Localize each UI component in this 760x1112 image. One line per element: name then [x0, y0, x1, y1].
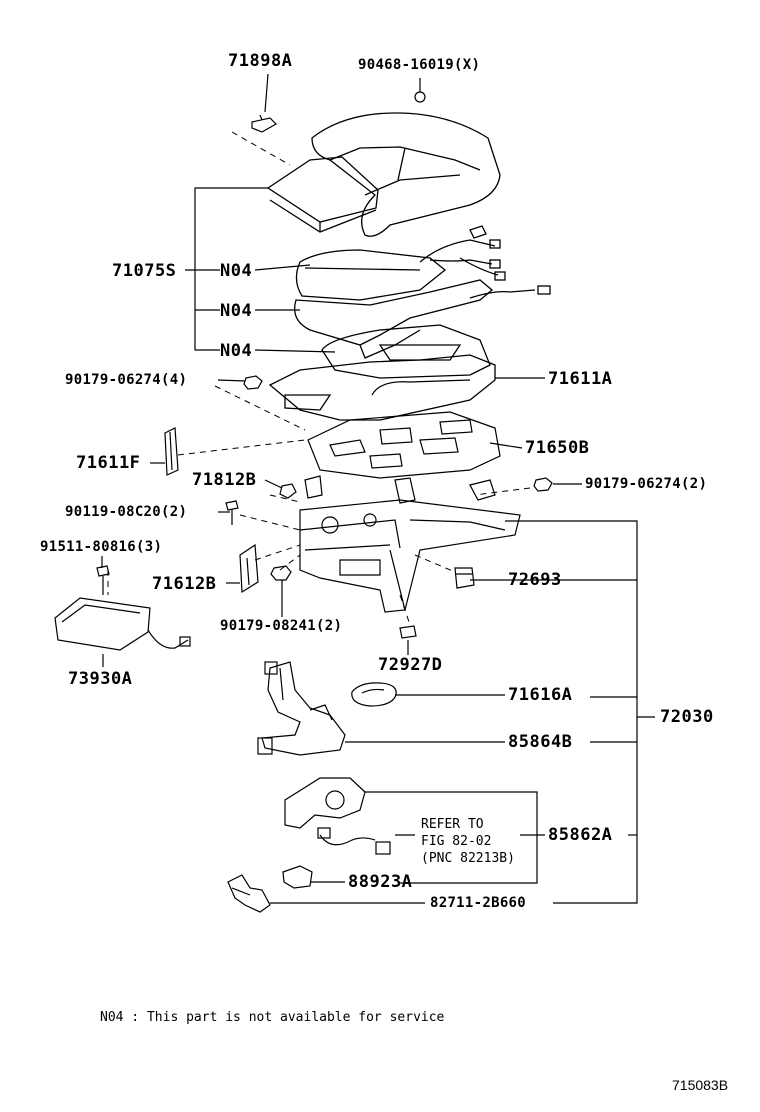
refer-line-2: FIG 82-02 [421, 834, 492, 849]
module-73930A [54, 597, 191, 651]
footer-note: N04 : This part is not available for ser… [100, 1010, 445, 1025]
leader-lines [101, 73, 655, 904]
seat-adjuster [299, 475, 521, 613]
part-label-90179-06274-4: 90179-06274(4) [65, 372, 188, 388]
part-label-71898A: 71898A [228, 51, 293, 71]
part-label-n04-3: N04 [220, 341, 253, 361]
part-label-71075S: 71075S [112, 261, 177, 281]
clip-88923A [282, 865, 313, 889]
part-label-90468-16019: 90468-16019(X) [358, 57, 481, 73]
cushion-cover [266, 112, 501, 237]
part-label-71616A: 71616A [508, 685, 573, 705]
part-label-71812B: 71812B [192, 470, 257, 490]
part-label-85862A: 85862A [548, 825, 613, 845]
cushion-frame [307, 411, 501, 479]
fasteners [96, 91, 553, 639]
side-shield-71611F [164, 427, 179, 476]
assembly-lines [107, 131, 531, 626]
cushion-pads [293, 225, 551, 379]
pad-71616A [351, 682, 397, 707]
part-label-72927D: 72927D [378, 655, 443, 675]
part-label-72030: 72030 [660, 707, 714, 727]
part-label-82711-2b660: 82711-2B660 [430, 895, 527, 911]
part-label-90179-06274-2: 90179-06274(2) [585, 476, 708, 492]
part-label-73930A: 73930A [68, 669, 133, 689]
diagram-code: 715083B [672, 1077, 729, 1093]
part-label-n04-1: N04 [220, 261, 253, 281]
part-label-71612B: 71612B [152, 574, 217, 594]
side-cover-71612B [239, 543, 259, 594]
refer-line-3: (PNC 82213B) [421, 851, 515, 866]
part-label-90119-08c20: 90119-08C20(2) [65, 504, 188, 520]
part-label-85864B: 85864B [508, 732, 573, 752]
switch-85862A [284, 777, 391, 855]
part-label-71611A: 71611A [548, 369, 613, 389]
part-label-88923A: 88923A [348, 872, 413, 892]
part-label-n04-2: N04 [220, 301, 253, 321]
part-label-91511-80816: 91511-80816(3) [40, 539, 163, 555]
harness-82711 [227, 874, 271, 913]
part-label-71611F: 71611F [76, 453, 141, 473]
cushion-pad-71611A [268, 344, 496, 421]
refer-line-1: REFER TO [421, 817, 484, 832]
part-label-72693: 72693 [508, 570, 562, 590]
part-label-71650B: 71650B [525, 438, 590, 458]
part-label-90179-08241: 90179-08241(2) [220, 618, 343, 634]
harness-85864B [257, 661, 346, 756]
